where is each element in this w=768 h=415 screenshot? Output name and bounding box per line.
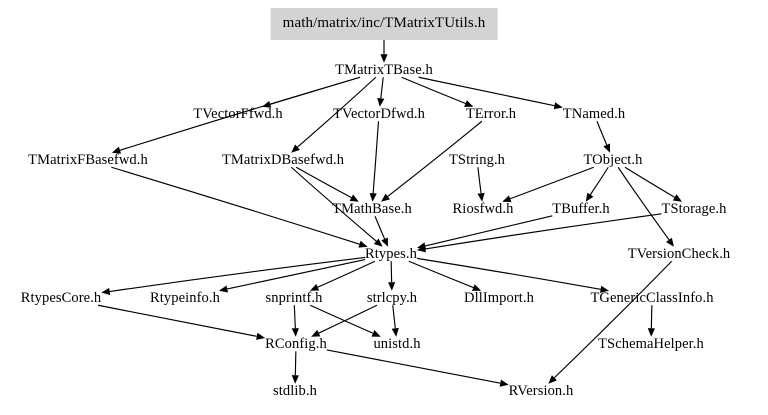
- graph-arrowhead-tmatrixtbase-to-tnamed: [553, 102, 563, 110]
- graph-arrowhead-strlcpy-to-unistd: [391, 327, 399, 337]
- graph-arrowhead-rtypes-to-rtypeinfo: [218, 285, 229, 293]
- graph-edge-tstring-to-riosfwd: [477, 167, 482, 194]
- graph-edge-tmathbase-to-rtypes: [374, 216, 386, 240]
- graph-node-tschemahelper[interactable]: TSchemaHelper.h: [598, 335, 704, 352]
- graph-edge-tmatrixtbase-to-tmatrixfbasefwd: [119, 76, 361, 151]
- graph-edge-tgenericclassinfo-to-tschemahelper: [650, 305, 653, 329]
- graph-arrowhead-tmatrixfbasefwd-to-rtypes: [358, 240, 368, 248]
- graph-arrowhead-rtypes-to-snprintf: [309, 283, 320, 291]
- graph-arrowhead-tstring-to-riosfwd: [477, 192, 485, 202]
- graph-edge-strlcpy-to-unistd: [392, 305, 396, 329]
- graph-edge-tstorage-to-rtypes: [425, 213, 662, 250]
- graph-node-dllimport[interactable]: DllImport.h: [464, 289, 534, 306]
- graph-arrowhead-tnamed-to-tobject: [603, 143, 611, 153]
- graph-node-root[interactable]: math/matrix/inc/TMatrixTUtils.h: [270, 8, 498, 40]
- graph-edge-tvectordfwd-to-tmathbase: [372, 121, 380, 194]
- graph-edge-tobject-to-riosfwd: [509, 166, 594, 200]
- graph-edge-snprintf-to-rconfig: [293, 305, 296, 329]
- graph-node-tversioncheck[interactable]: TVersionCheck.h: [627, 245, 731, 262]
- graph-arrowhead-tobject-to-tstorage: [672, 194, 683, 202]
- graph-arrowhead-rtypes-to-strlcpy: [388, 282, 396, 291]
- graph-arrowhead-rconfig-to-rversion: [499, 379, 509, 387]
- graph-arrowhead-tgenericclassinfo-to-tschemahelper: [647, 328, 655, 337]
- graph-arrowhead-tmatrixdbasefwd-to-tmathbase: [349, 194, 359, 202]
- graph-node-tmatrixfbasefwd[interactable]: TMatrixFBasefwd.h: [28, 151, 148, 168]
- graph-edge-rconfig-to-rversion: [326, 349, 501, 384]
- graph-node-tvectordfwd[interactable]: TVectorDfwd.h: [333, 105, 425, 122]
- graph-arrowhead-tobject-to-riosfwd: [502, 195, 512, 203]
- graph-node-rtypeinfo[interactable]: Rtypeinfo.h: [150, 289, 220, 306]
- graph-edge-snprintf-to-unistd: [309, 304, 374, 334]
- graph-arrowhead-tmatrixtbase-to-tvectordfwd: [377, 97, 385, 107]
- graph-node-riosfwd[interactable]: Riosfwd.h: [452, 200, 514, 217]
- graph-edge-tnamed-to-tobject: [596, 121, 608, 146]
- graph-node-strlcpy[interactable]: strlcpy.h: [366, 289, 418, 306]
- graph-arrowhead-rtypescore-to-rconfig: [256, 332, 266, 340]
- graph-node-tstorage[interactable]: TStorage.h: [661, 200, 727, 217]
- graph-node-snprintf[interactable]: snprintf.h: [265, 289, 323, 306]
- graph-arrowhead-rconfig-to-stdlib: [291, 375, 299, 384]
- graph-arrowhead-terror-to-tmathbase: [381, 193, 390, 202]
- graph-edge-tmatrixtbase-to-terror: [401, 76, 466, 105]
- graph-node-unistd[interactable]: unistd.h: [373, 335, 421, 352]
- graph-node-tobject[interactable]: TObject.h: [583, 151, 643, 168]
- graph-edge-rtypes-to-rtypescore: [109, 256, 366, 293]
- graph-edge-tmatrixtbase-to-tnamed: [418, 76, 555, 107]
- graph-edge-rtypescore-to-rconfig: [97, 304, 257, 337]
- graph-node-tgenericclassinfo[interactable]: TGenericClassInfo.h: [590, 289, 714, 306]
- graph-edge-tmatrixdbasefwd-to-tmathbase: [295, 166, 352, 199]
- graph-node-tmatrixdbasefwd[interactable]: TMatrixDBasefwd.h: [221, 151, 345, 168]
- graph-edge-tversioncheck-to-rversion: [553, 260, 673, 379]
- graph-arrowhead-snprintf-to-rconfig: [291, 328, 299, 337]
- graph-node-tmatrixtbase[interactable]: TMatrixTBase.h: [335, 61, 433, 78]
- graph-edge-tmatrixfbasefwd-to-rtypes: [111, 166, 360, 245]
- graph-arrowhead-tmatrixtbase-to-terror: [464, 100, 474, 107]
- graph-node-rtypescore[interactable]: RtypesCore.h: [20, 289, 102, 306]
- graph-arrowhead-root-to-tmatrixtbase: [380, 54, 388, 63]
- graph-node-tnamed[interactable]: TNamed.h: [562, 105, 626, 122]
- graph-arrowhead-tversioncheck-to-rversion: [548, 375, 557, 384]
- graph-edge-tmatrixtbase-to-tmatrixdbasefwd: [297, 76, 377, 148]
- graph-node-tmathbase[interactable]: TMathBase.h: [332, 200, 412, 217]
- graph-edge-rconfig-to-stdlib: [294, 351, 297, 376]
- graph-node-tvectorffwd[interactable]: TVectorFfwd.h: [193, 105, 283, 122]
- graph-edge-rtypes-to-dllimport: [408, 260, 474, 289]
- graph-arrowhead-tmatrixdbasefwd-to-rtypes: [373, 238, 383, 247]
- graph-edge-rtypes-to-rtypeinfo: [227, 258, 366, 290]
- graph-arrowhead-tstorage-to-rtypes: [416, 245, 426, 253]
- graph-edge-tbuffer-to-rtypes: [425, 215, 553, 247]
- graph-node-tstring[interactable]: TString.h: [448, 151, 506, 168]
- graph-arrowhead-tmatrixtbase-to-tmatrixfbasefwd: [111, 146, 122, 154]
- graph-arrowhead-tmatrixtbase-to-tmatrixdbasefwd: [291, 144, 300, 153]
- graph-arrowhead-strlcpy-to-rconfig: [311, 329, 321, 337]
- graph-node-rconfig[interactable]: RConfig.h: [265, 335, 327, 352]
- graph-edge-terror-to-tmathbase: [387, 120, 483, 197]
- graph-node-rversion[interactable]: RVersion.h: [508, 382, 574, 399]
- graph-arrowhead-tmathbase-to-rtypes: [381, 237, 388, 247]
- graph-edge-rtypes-to-tgenericclassinfo: [416, 257, 601, 290]
- graph-edge-strlcpy-to-rconfig: [318, 304, 378, 334]
- graph-arrowhead-tvectordfwd-to-tmathbase: [369, 193, 377, 202]
- graph-arrowhead-rtypes-to-rtypescore: [101, 287, 111, 295]
- graph-edge-tobject-to-tversioncheck: [617, 166, 670, 241]
- graph-node-terror[interactable]: TError.h: [465, 105, 517, 122]
- graph-edge-tmatrixtbase-to-tvectordfwd: [380, 77, 384, 99]
- graph-arrowhead-tobject-to-tbuffer: [585, 192, 594, 202]
- graph-edge-rtypes-to-snprintf: [317, 260, 376, 288]
- graph-arrowhead-rtypes-to-dllimport: [471, 284, 482, 291]
- graph-arrowhead-snprintf-to-unistd: [371, 330, 381, 337]
- graph-edge-tobject-to-tstorage: [624, 166, 676, 198]
- graph-edge-tobject-to-tbuffer: [589, 166, 609, 195]
- graph-arrowhead-rtypes-to-tgenericclassinfo: [600, 285, 609, 293]
- graph-edge-tmatrixdbasefwd-to-rtypes: [290, 166, 377, 242]
- graph-node-rtypes[interactable]: Rtypes.h: [365, 245, 417, 262]
- graph-arrowhead-tobject-to-tversioncheck: [666, 237, 674, 247]
- graph-node-tbuffer[interactable]: TBuffer.h: [552, 200, 610, 217]
- graph-node-stdlib[interactable]: stdlib.h: [273, 382, 317, 399]
